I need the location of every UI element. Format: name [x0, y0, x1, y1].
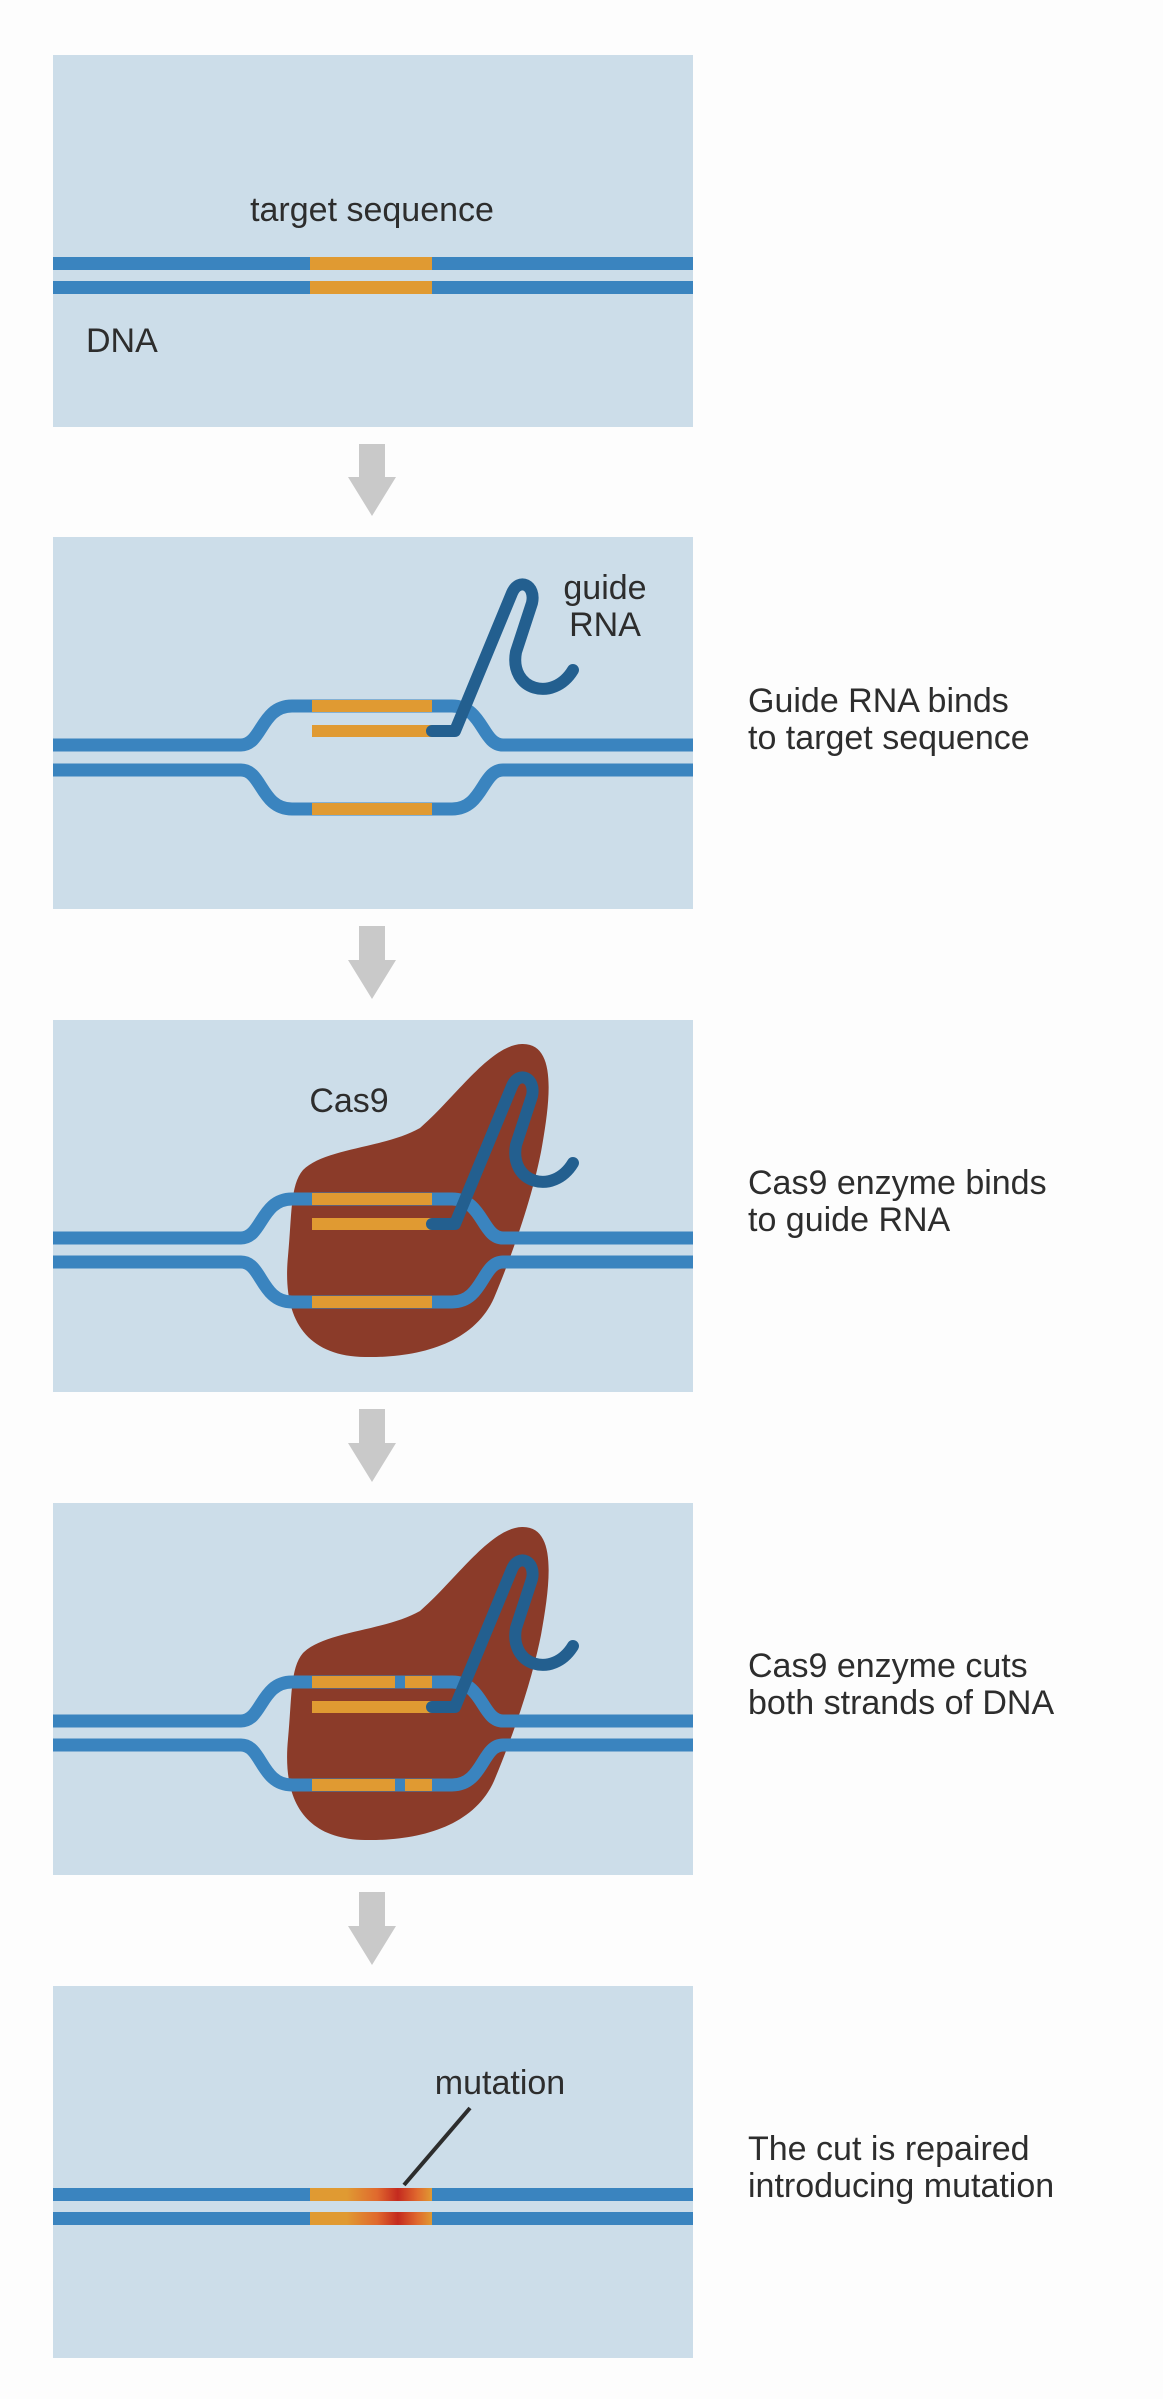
target-sequence-upper-left — [312, 1676, 395, 1688]
step-caption-cas9-binds: Cas9 enzyme binds to guide RNA — [748, 1165, 1047, 1239]
caption-line: both strands of DNA — [748, 1684, 1055, 1722]
caption-line: to guide RNA — [748, 1201, 951, 1239]
target-sequence-upper — [312, 1193, 432, 1205]
target-sequence-top — [310, 257, 432, 270]
panel-initial-dna: target sequence DNA — [53, 55, 693, 427]
target-sequence-lower — [312, 803, 432, 815]
down-arrow-icon — [348, 926, 396, 999]
cas9-label: Cas9 — [309, 1082, 388, 1120]
down-arrow-icon — [348, 444, 396, 516]
guide-rna-label-line2: RNA — [569, 606, 641, 644]
mutation-pointer-line — [402, 2106, 472, 2187]
target-sequence-upper-right — [405, 1676, 432, 1688]
target-sequence-lower-left — [312, 1779, 395, 1791]
down-arrow-icon — [348, 1409, 396, 1482]
step-caption-repair: The cut is repaired introducing mutation — [748, 2131, 1054, 2205]
step-caption-guide-rna-binds: Guide RNA binds to target sequence — [748, 683, 1030, 757]
caption-line: introducing mutation — [748, 2167, 1055, 2205]
caption-line: The cut is repaired — [748, 2130, 1030, 2168]
panel-repair: mutation — [53, 1986, 693, 2358]
guide-rna-label-line1: guide — [563, 569, 646, 607]
target-sequence-guide-pair — [312, 725, 432, 737]
panel-background — [53, 537, 693, 909]
guide-rna-strand — [426, 578, 579, 737]
panel-guide-rna-binding: guide RNA — [53, 537, 693, 909]
down-arrow-icon — [348, 1892, 396, 1965]
caption-line: Guide RNA binds — [748, 682, 1009, 720]
caption-line: Cas9 enzyme binds — [748, 1164, 1047, 1202]
mutated-sequence-bottom — [310, 2212, 432, 2225]
target-sequence-guide-pair — [312, 1701, 432, 1713]
target-sequence-bottom — [310, 281, 432, 294]
caption-line: to target sequence — [748, 719, 1030, 757]
target-sequence-label: target sequence — [250, 191, 494, 229]
panel-background — [53, 55, 693, 427]
mutated-sequence-top — [310, 2188, 432, 2201]
panel-background — [53, 1986, 693, 2358]
target-sequence-guide-pair — [312, 1218, 432, 1230]
panel-cas9-binding: Cas9 — [53, 1020, 693, 1392]
panel-cas9-cut — [53, 1503, 693, 1875]
target-sequence-lower-right — [405, 1779, 432, 1791]
guide-rna-strand — [426, 1554, 579, 1713]
caption-line: Cas9 enzyme cuts — [748, 1647, 1028, 1685]
guide-rna-strand — [426, 1071, 579, 1230]
dna-label: DNA — [86, 322, 158, 360]
step-caption-cas9-cuts: Cas9 enzyme cuts both strands of DNA — [748, 1648, 1054, 1722]
target-sequence-upper — [312, 700, 432, 712]
target-sequence-lower — [312, 1296, 432, 1308]
mutation-label: mutation — [435, 2064, 565, 2102]
